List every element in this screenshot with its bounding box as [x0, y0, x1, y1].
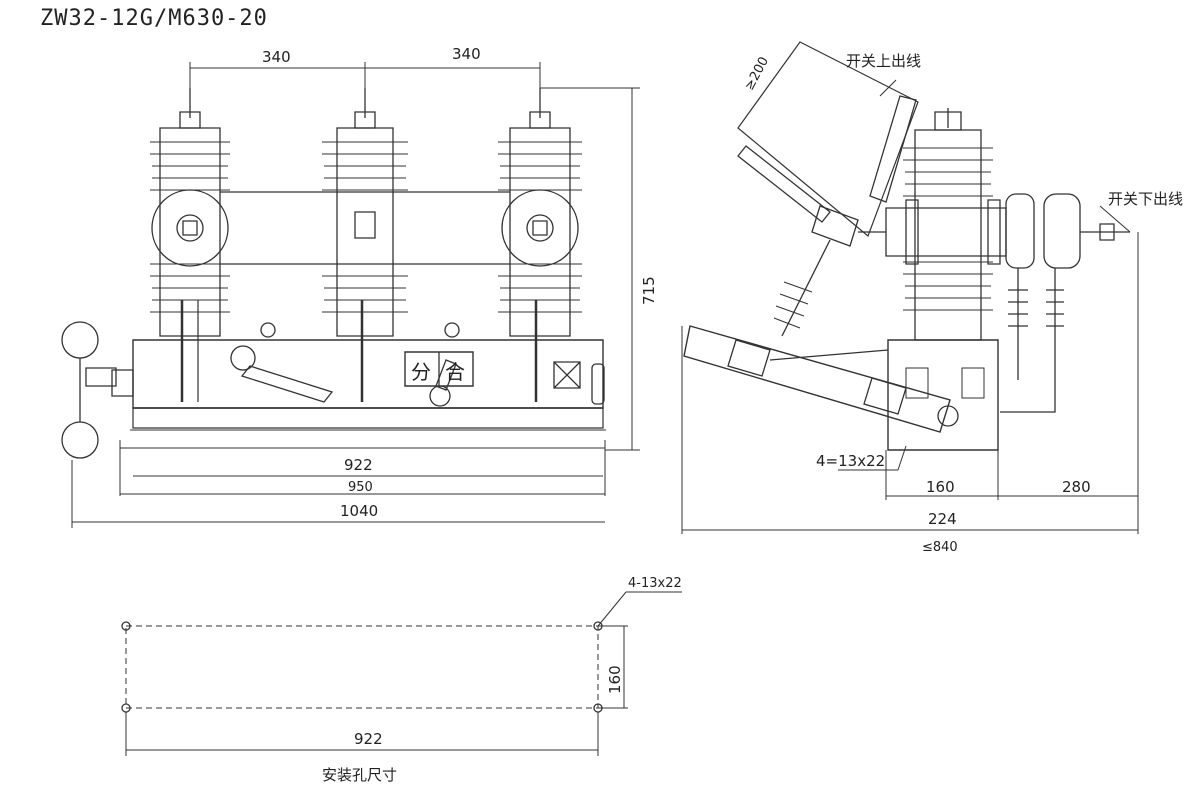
dim-le840: ≤840	[922, 540, 958, 555]
dim-160-plan: 160	[606, 665, 624, 694]
insulator-right	[498, 88, 582, 402]
dim-280: 280	[1062, 478, 1091, 496]
label-upper-outlet: 开关上出线	[846, 52, 922, 70]
dim-224: 224	[928, 510, 957, 528]
dim-340-right: 340	[452, 45, 481, 63]
dim-340-left: 340	[262, 48, 291, 66]
mounting-plan	[122, 592, 682, 756]
mounting-caption: 安装孔尺寸	[322, 766, 398, 784]
front-view	[62, 62, 640, 528]
label-lower-outlet: 开关下出线	[1108, 190, 1184, 208]
side-view	[682, 42, 1138, 534]
label-holes-plan: 4-13x22	[628, 576, 682, 591]
dim-922: 922	[344, 456, 373, 474]
dim-715: 715	[640, 276, 658, 305]
label-open: 分	[411, 360, 431, 384]
dim-1040: 1040	[340, 502, 379, 520]
label-holes-side: 4=13x22	[816, 452, 886, 470]
dim-160-side: 160	[926, 478, 955, 496]
drawing-title: ZW32-12G/M630-20	[40, 6, 268, 31]
dim-922-plan: 922	[354, 730, 383, 748]
label-close: 合	[445, 360, 465, 384]
insulator-middle	[322, 88, 408, 402]
insulator-left	[150, 88, 230, 402]
dim-950: 950	[348, 480, 373, 495]
